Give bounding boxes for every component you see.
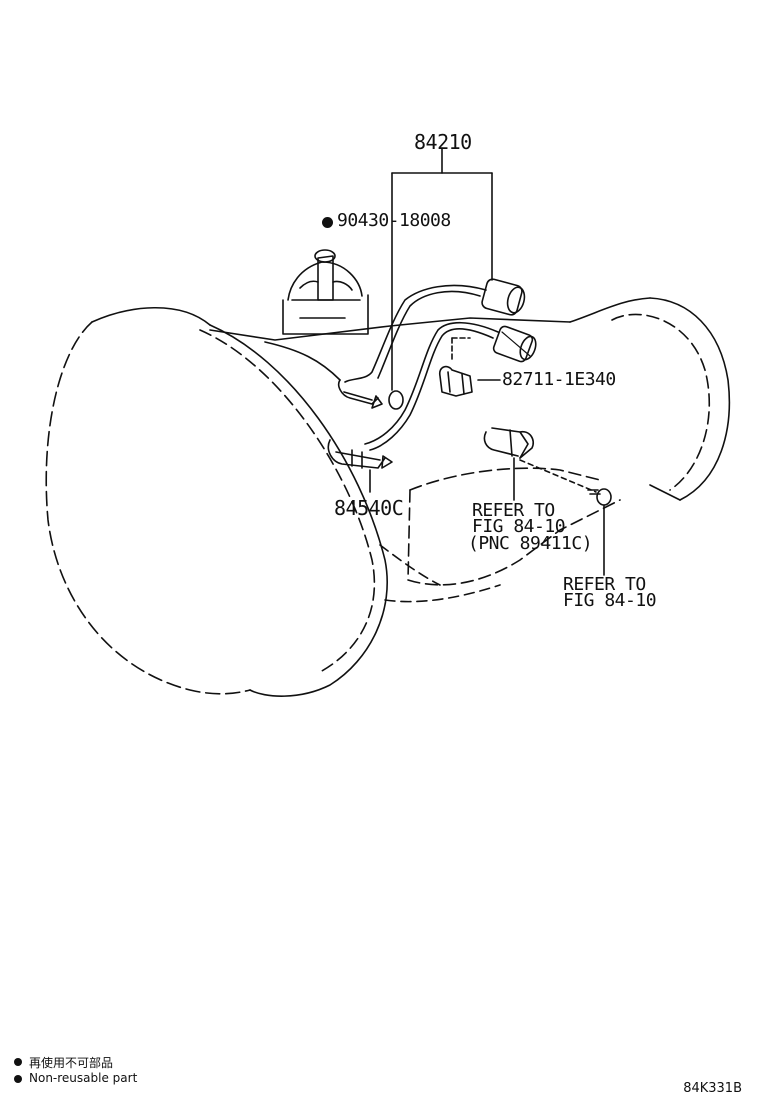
legend-japanese: 再使用不可部品 [29, 1056, 114, 1070]
legend-dot-icon [14, 1058, 22, 1066]
non-reusable-marker [322, 217, 333, 228]
legend-english: Non-reusable part [29, 1071, 138, 1085]
refer-note-2-line-2: FIG 84-10 [563, 590, 657, 611]
transmission-case [209, 297, 731, 603]
refer-note-2-line-1: REFER TO [563, 574, 646, 595]
part-number-switch: 84540C [334, 496, 404, 520]
switch-84540c [327, 439, 393, 493]
gasket-ring [388, 390, 404, 410]
bolt [587, 488, 612, 576]
wire-harness [344, 147, 537, 451]
speed-sensor [483, 427, 597, 501]
shifter-tower [282, 249, 369, 335]
refer-note-line-3: (PNC 89411C) [468, 533, 593, 554]
clamp [438, 337, 501, 397]
figure-id: 84K331B [683, 1081, 742, 1096]
legend-dot-icon [14, 1075, 22, 1083]
refer-note-line-1: REFER TO [472, 500, 555, 521]
part-number-harness: 84210 [414, 130, 472, 154]
refer-note-line-2: FIG 84-10 [472, 516, 566, 537]
part-number-clamp: 82711-1E340 [502, 369, 616, 390]
switch-upper [337, 379, 383, 409]
bell-housing [45, 306, 389, 697]
part-number-gasket: 90430-18008 [337, 210, 451, 231]
